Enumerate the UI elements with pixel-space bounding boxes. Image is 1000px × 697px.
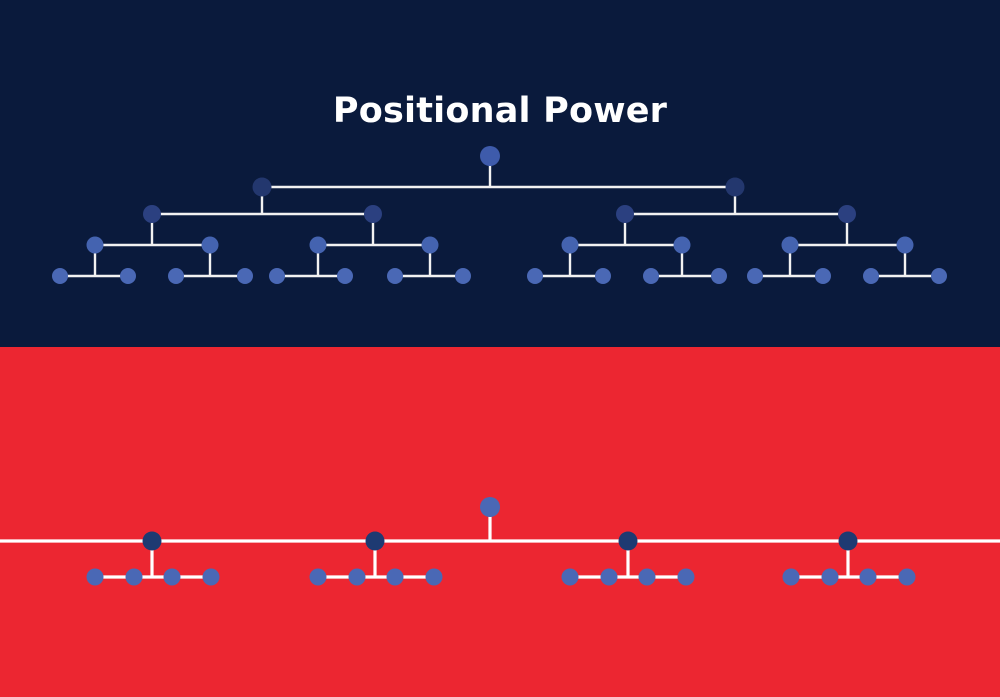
graph-node-level-3: [838, 205, 856, 223]
page-title-positional-power: Positional Power: [332, 91, 668, 132]
graph-node-level-3: [561, 568, 579, 586]
graph-node-level-3: [821, 568, 839, 586]
graph-node-level-3: [782, 568, 800, 586]
positional-power-graph: [52, 146, 947, 284]
graph-node-level-5: [815, 268, 831, 284]
graph-node-level-2: [725, 177, 745, 197]
graph-node-level-2: [142, 531, 162, 551]
graph-node-level-5: [455, 268, 471, 284]
node-group: [86, 497, 916, 586]
graph-node-level-3: [677, 568, 695, 586]
graph-node-level-4: [673, 236, 691, 254]
graph-node-level-5: [711, 268, 727, 284]
graph-node-level-4: [421, 236, 439, 254]
graph-node-level-3: [163, 568, 181, 586]
graph-node-level-2: [365, 531, 385, 551]
graph-node-level-5: [120, 268, 136, 284]
graph-node-level-3: [86, 568, 104, 586]
graph-node-level-3: [348, 568, 366, 586]
graph-node-level-2: [838, 531, 858, 551]
graph-node-level-4: [561, 236, 579, 254]
graph-node-level-5: [237, 268, 253, 284]
graph-node-level-3: [202, 568, 220, 586]
graph-node-level-5: [337, 268, 353, 284]
graph-node-level-3: [309, 568, 327, 586]
graph-node-level-5: [747, 268, 763, 284]
personal-power-diagram: [0, 347, 1000, 697]
graph-node-level-5: [168, 268, 184, 284]
graph-node-level-4: [86, 236, 104, 254]
graph-node-level-3: [898, 568, 916, 586]
graph-node-level-4: [201, 236, 219, 254]
graph-node-level-2: [252, 177, 272, 197]
personal-power-graph: [0, 497, 1000, 586]
graph-node-level-5: [269, 268, 285, 284]
graph-node-level-3: [425, 568, 443, 586]
graph-node-level-5: [527, 268, 543, 284]
graph-node-level-4: [781, 236, 799, 254]
graph-node-level-1: [480, 146, 500, 166]
graph-node-level-5: [595, 268, 611, 284]
graph-node-level-3: [616, 205, 634, 223]
node-group: [52, 146, 947, 284]
graph-node-level-3: [386, 568, 404, 586]
graph-node-level-3: [859, 568, 877, 586]
panel-positional-power: Positional Power: [0, 0, 1000, 347]
graph-node-level-2: [618, 531, 638, 551]
graph-node-level-4: [896, 236, 914, 254]
graph-node-level-3: [364, 205, 382, 223]
panel-personal-power: Personal Power: [0, 347, 1000, 697]
edge-group: [67, 162, 933, 278]
graph-node-level-5: [52, 268, 68, 284]
graph-node-level-1: [480, 497, 500, 517]
graph-node-level-5: [931, 268, 947, 284]
graph-node-level-4: [309, 236, 327, 254]
graph-node-level-5: [387, 268, 403, 284]
graph-node-level-5: [643, 268, 659, 284]
graph-node-level-3: [143, 205, 161, 223]
edge-group: [0, 513, 1000, 579]
graph-node-level-3: [638, 568, 656, 586]
graph-node-level-3: [600, 568, 618, 586]
graph-node-level-5: [863, 268, 879, 284]
graph-node-level-3: [125, 568, 143, 586]
positional-power-diagram: [0, 0, 1000, 347]
